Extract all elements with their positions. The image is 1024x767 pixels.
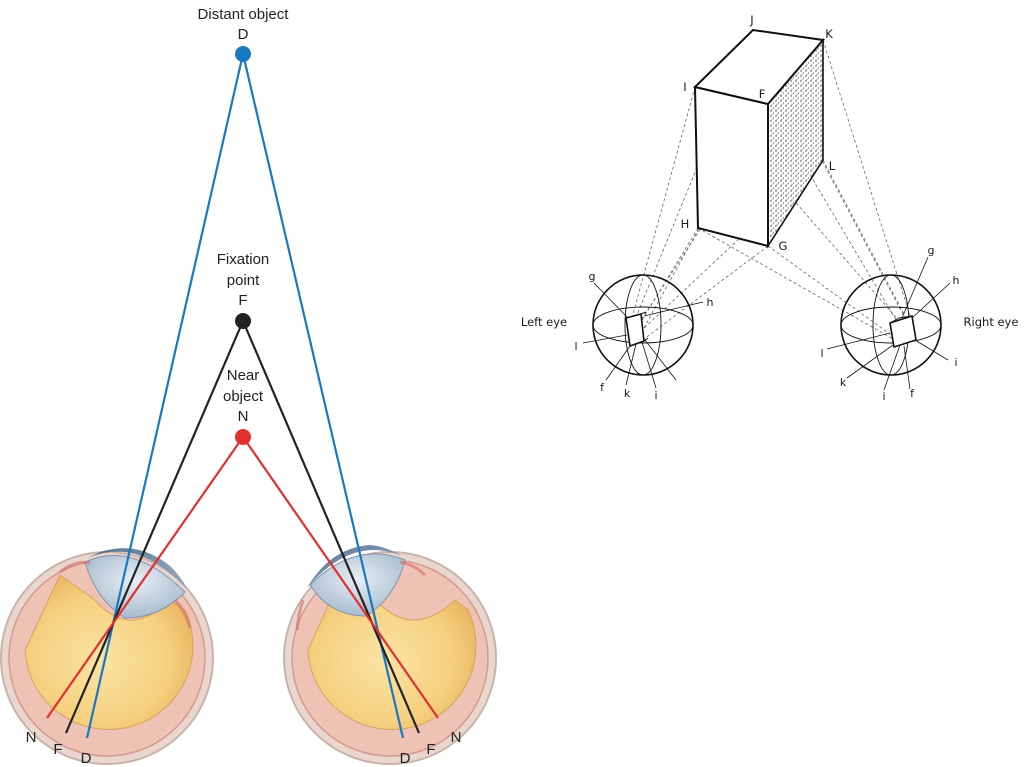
cube-vertex-j: J (749, 13, 753, 27)
right-eye-label-i-lower: i (882, 390, 885, 403)
right-eye-label-f: f (910, 387, 915, 400)
fixation-point-dot (235, 313, 251, 329)
right-eye-label-h: h (953, 274, 960, 287)
cube (695, 30, 823, 246)
left-eye-label-d: D (81, 750, 92, 767)
right-eye-label-n: N (451, 729, 462, 746)
cube-vertex-h: H (681, 217, 690, 231)
left-eye-label-k: k (624, 387, 631, 400)
left-eye-caption: Left eye (521, 315, 567, 329)
fixation-point-title-line1: Fixation (217, 251, 270, 268)
cube-vertex-f: F (759, 87, 766, 101)
near-object-title-line1: Near (227, 367, 260, 384)
left-eye-label-g: g (589, 270, 596, 283)
left-eye-sphere (593, 275, 693, 375)
left-eye-label-i: i (654, 389, 657, 402)
right-eye-label-l: l (820, 347, 823, 360)
distant-object-dot (235, 46, 251, 62)
right-eye-sphere (841, 275, 941, 375)
near-object-title-line2: object (223, 388, 264, 405)
right-eye-caption: Right eye (964, 315, 1019, 329)
cube-vertex-i: I (683, 80, 686, 94)
cube-vertex-k: K (825, 27, 833, 41)
right-eye-leader-lines (827, 257, 950, 390)
cube-vertex-g: G (779, 239, 788, 253)
left-eye-label-n: N (26, 729, 37, 746)
right-eye-label-i-right: i (954, 356, 957, 369)
right-eye-label-f: F (426, 741, 435, 758)
left-eye-label-l: l (574, 340, 577, 353)
near-object-letter: N (238, 408, 249, 425)
left-eye-label-h: h (707, 296, 714, 309)
right-eye-label-k: k (840, 376, 847, 389)
distant-object-title: Distant object (198, 6, 290, 23)
near-object-dot (235, 429, 251, 445)
distant-object-letter: D (238, 26, 249, 43)
right-eye-label-g: g (928, 244, 935, 257)
right-eyeball (284, 545, 496, 764)
fixation-point-title-line2: point (227, 272, 260, 289)
cube-vertex-l: L (829, 159, 836, 173)
right-eye-label-d: D (400, 750, 411, 767)
left-eye-label-f: f (600, 381, 605, 394)
left-eye-label-f: F (53, 741, 62, 758)
fixation-point-letter: F (238, 292, 247, 309)
